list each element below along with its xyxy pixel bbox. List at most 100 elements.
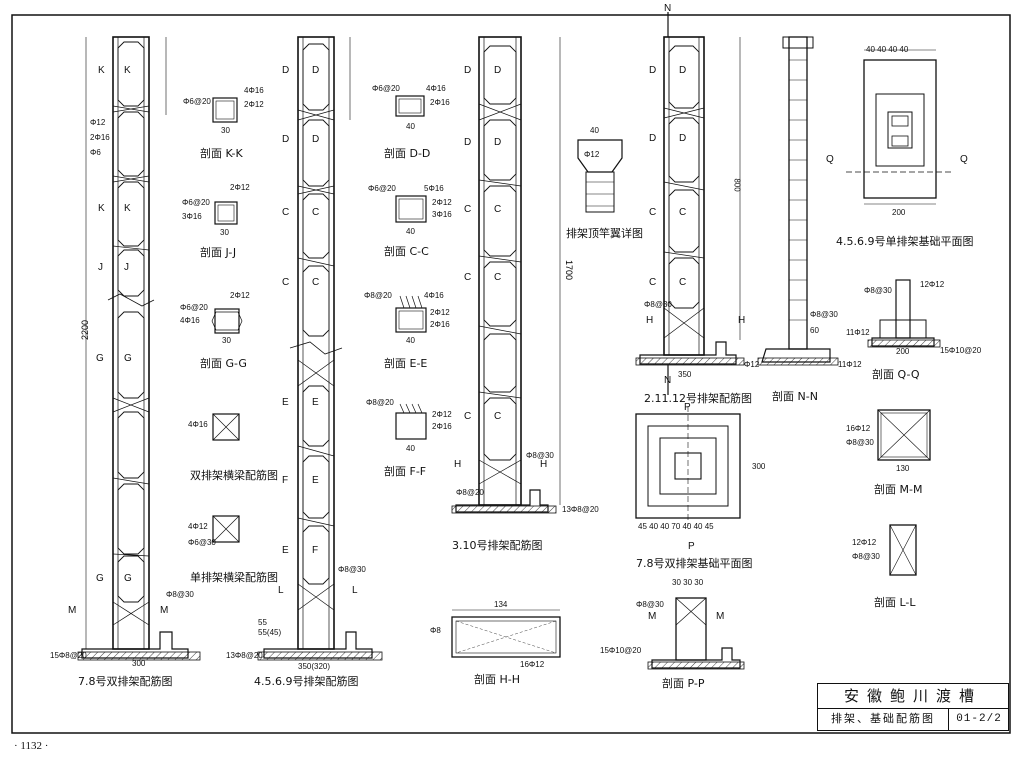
section-ll-drawing	[889, 524, 917, 576]
caption-foundation-4569: 4.5.6.9号单排架基础平面图	[836, 235, 974, 248]
mark-h: H	[738, 315, 746, 326]
mark-c: C	[464, 272, 472, 283]
mark-d: D	[282, 134, 290, 145]
dim-350-320: 350(320)	[298, 662, 331, 671]
section-hh-drawing	[451, 609, 561, 658]
note-15phi8-20: 15Φ8@20	[50, 651, 87, 660]
caption-sec-jj: 剖面 J-J	[200, 246, 237, 259]
note-2phi16: 2Φ16	[90, 133, 110, 142]
dim-40: 40	[590, 126, 599, 135]
note-phi6-20: Φ6@20	[368, 184, 396, 193]
mark-f: F	[282, 475, 289, 486]
caption-sec-mm: 剖面 M-M	[874, 483, 923, 496]
caption-sec-ee: 剖面 E-E	[384, 357, 428, 370]
mark-k: K	[98, 203, 105, 214]
mark-m: M	[716, 611, 725, 622]
mark-g: G	[96, 573, 104, 584]
mark-g: G	[96, 353, 104, 364]
section-pp-drawing	[647, 597, 745, 670]
mark-c: C	[649, 207, 657, 218]
dim-55: 55	[258, 618, 267, 627]
mark-d: D	[282, 65, 290, 76]
caption-frame-310: 3.10号排架配筋图	[452, 539, 543, 552]
mark-d: D	[679, 133, 687, 144]
mark-h: H	[454, 459, 462, 470]
mark-d: D	[464, 65, 472, 76]
mark-f: F	[312, 545, 319, 556]
note-phi12: Φ12	[744, 360, 760, 369]
note-2phi12: 2Φ12	[432, 198, 452, 207]
note-phi6-20: Φ6@20	[182, 198, 210, 207]
dim-300: 300	[752, 462, 766, 471]
note-3phi16: 3Φ16	[432, 210, 452, 219]
note-3phi16: 3Φ16	[182, 212, 202, 221]
mark-c: C	[464, 204, 472, 215]
note-phi6-20: Φ6@20	[372, 84, 400, 93]
mark-c: C	[464, 411, 472, 422]
mark-c: C	[679, 207, 687, 218]
note-16phi12: 16Φ12	[846, 424, 871, 433]
note-phi12: Φ12	[584, 150, 600, 159]
mark-h: H	[540, 459, 548, 470]
caption-sec-ff: 剖面 F-F	[384, 465, 427, 478]
dim-40: 40	[406, 122, 415, 131]
dim-40: 40	[406, 336, 415, 345]
note-12phi12: 12Φ12	[852, 538, 877, 547]
dim-40: 40	[406, 444, 415, 453]
mark-j: J	[124, 262, 129, 273]
dim-30-30: 30 30 30	[672, 578, 704, 587]
mark-e: E	[312, 475, 319, 486]
dim-200: 200	[896, 347, 910, 356]
dim-350: 350	[678, 370, 692, 379]
note-2phi16: 2Φ16	[430, 320, 450, 329]
mark-k: K	[124, 65, 131, 76]
sheet-border	[11, 14, 1011, 734]
note-phi8-20: Φ8@20	[366, 398, 394, 407]
note-phi8-30: Φ8@30	[636, 600, 664, 609]
note-15phi10-20: 15Φ10@20	[940, 346, 982, 355]
note-13phi8-20: 13Φ8@20	[562, 505, 599, 514]
sections-col4	[395, 95, 427, 440]
mark-g: G	[124, 573, 132, 584]
caption-single-beam-rebar: 单排架横梁配筋图	[190, 571, 278, 584]
dim-30: 30	[221, 126, 230, 135]
note-phi6-30: Φ6@30	[188, 538, 216, 547]
note-2phi16: 2Φ16	[430, 98, 450, 107]
note-13phi8-20: 13Φ8@20	[226, 651, 263, 660]
mark-c: C	[649, 277, 657, 288]
mark-c: C	[312, 207, 320, 218]
mark-k: K	[124, 203, 131, 214]
section-nn-drawing	[757, 36, 839, 366]
caption-sec-kk: 剖面 K-K	[200, 147, 243, 160]
dim-130: 130	[896, 464, 910, 473]
mark-d: D	[649, 65, 657, 76]
mark-n: N	[664, 375, 672, 386]
title-block-drawing-name: 排架、基础配筋图	[818, 708, 949, 730]
caption-double-beam-rebar: 双排架横梁配筋图	[190, 469, 278, 482]
note-phi6-20: Φ6@20	[183, 97, 211, 106]
note-4phi16: 4Φ16	[188, 420, 208, 429]
mark-h: H	[646, 315, 654, 326]
caption-sec-gg: 剖面 G-G	[200, 357, 247, 370]
mark-c: C	[282, 207, 290, 218]
caption-sec-hh: 剖面 H-H	[474, 673, 521, 686]
note-phi8-30: Φ8@30	[852, 552, 880, 561]
frame-4569-drawing	[257, 36, 383, 661]
mark-d: D	[494, 65, 502, 76]
dim-45-40: 45 40 40 70 40 40 45	[638, 522, 714, 531]
mark-m: M	[648, 611, 657, 622]
note-2phi12: 2Φ12	[244, 100, 264, 109]
note-phi12: Φ12	[90, 118, 106, 127]
note-phi8-20: Φ8@20	[364, 291, 392, 300]
caption-sec-cc: 剖面 C-C	[384, 245, 429, 258]
frame-78-drawing	[77, 36, 201, 661]
mark-e: E	[312, 397, 319, 408]
note-phi8-30: Φ8@30	[644, 300, 672, 309]
title-block-drawing-no: 01-2/2	[956, 713, 1002, 725]
mark-c: C	[494, 411, 502, 422]
caption-sec-ll: 剖面 L-L	[874, 596, 916, 609]
mark-j: J	[98, 262, 103, 273]
note-4phi16: 4Φ16	[244, 86, 264, 95]
